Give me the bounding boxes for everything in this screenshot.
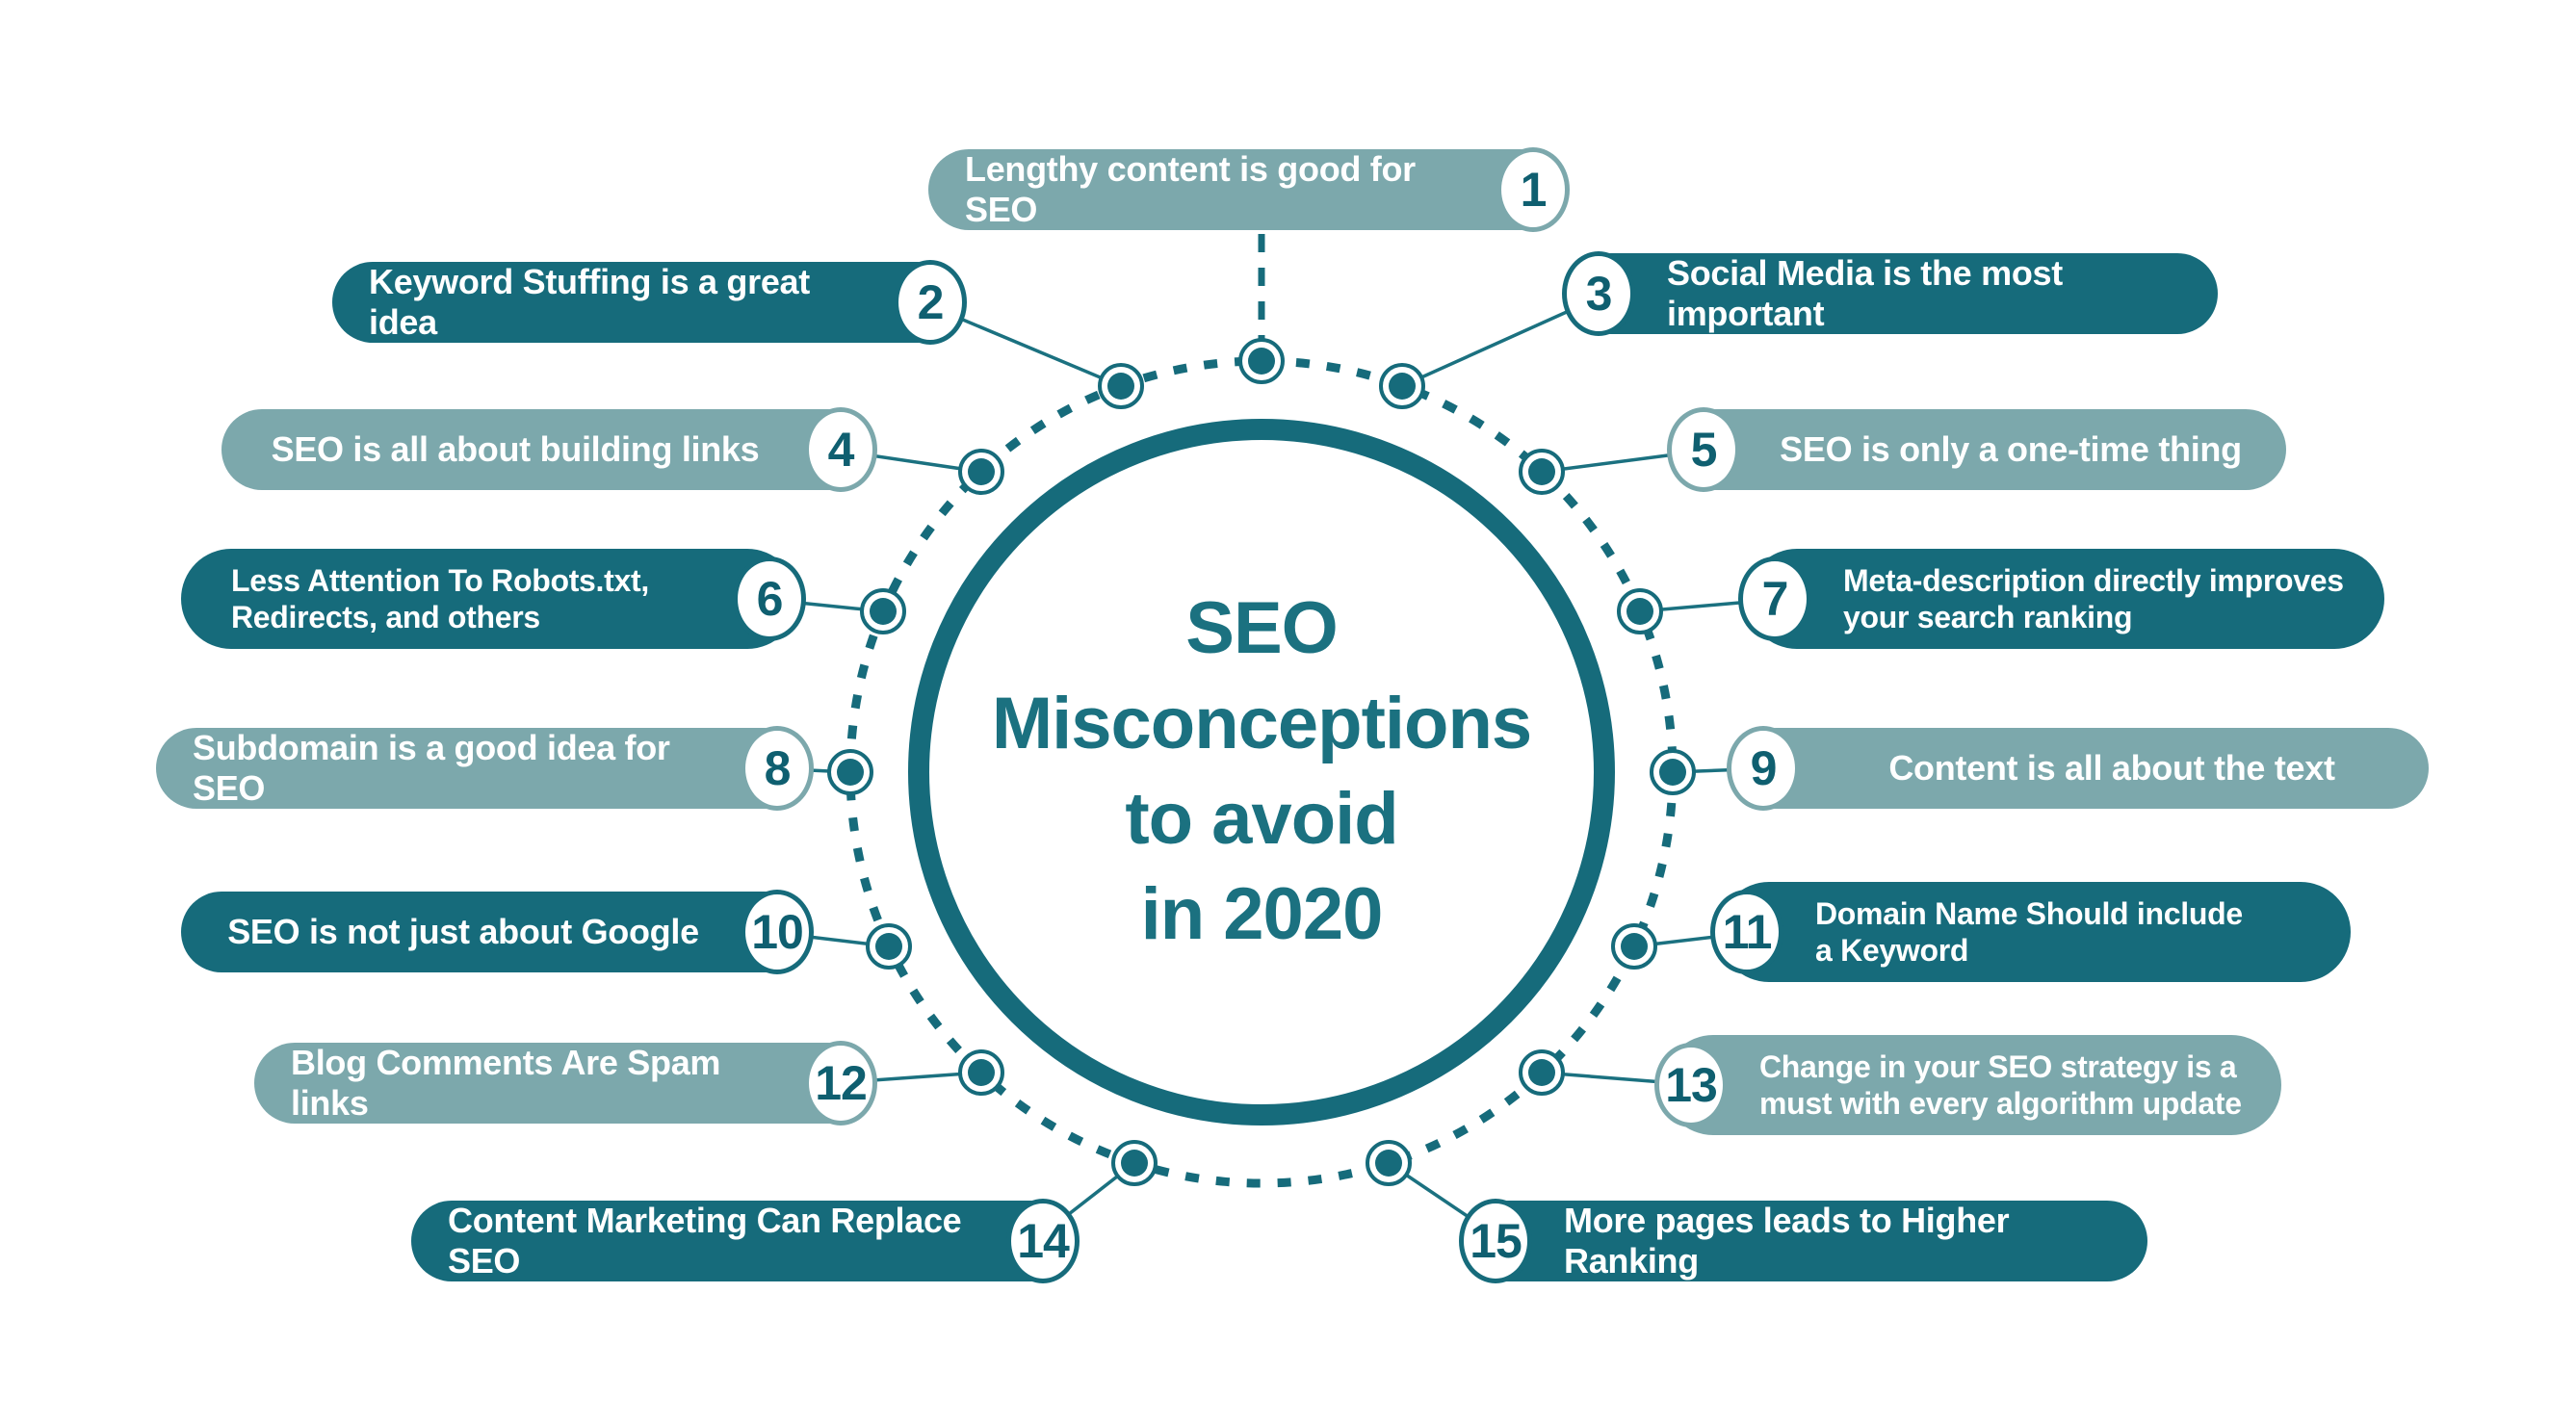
ring-node <box>866 923 912 970</box>
ring-node <box>1111 1140 1158 1186</box>
misconception-pill-11: Domain Name Should include a Keyword 11 <box>1710 882 2351 982</box>
misconception-number-badge: 12 <box>804 1041 877 1125</box>
title-line: in 2020 <box>1140 872 1384 955</box>
misconception-label: Subdomain is a good idea for SEO <box>193 728 670 808</box>
title-line: SEO <box>1185 587 1338 670</box>
misconception-pill-2: Keyword Stuffing is a great idea 2 <box>332 260 967 345</box>
misconception-label: SEO is not just about Google <box>227 912 699 951</box>
title-line: to avoid <box>1125 778 1398 860</box>
misconception-label: Meta-description directly improves your … <box>1843 562 2344 634</box>
misconception-pill-5: SEO is only a one-time thing 5 <box>1667 407 2286 492</box>
misconception-pill-3: Social Media is the most important 3 <box>1562 251 2218 336</box>
misconception-pill-12: Blog Comments Are Spam links 12 <box>254 1041 877 1125</box>
misconception-pill-9: Content is all about the text 9 <box>1727 726 2429 811</box>
misconception-label: Change in your SEO strategy is a must wi… <box>1759 1048 2242 1121</box>
misconception-label: Blog Comments Are Spam links <box>291 1043 721 1123</box>
ring-node <box>1098 363 1144 409</box>
center-title-circle: SEO Misconceptions to avoid in 2020 <box>908 419 1615 1125</box>
misconception-pill-6: Less Attention To Robots.txt, Redirects,… <box>181 549 806 649</box>
misconception-number-badge: 1 <box>1496 147 1570 232</box>
misconception-pill-7: Meta-description directly improves your … <box>1738 549 2384 649</box>
ring-node <box>860 588 906 634</box>
ring-node <box>1238 338 1285 384</box>
ring-node <box>1611 923 1657 970</box>
misconception-label: Social Media is the most important <box>1667 253 2063 333</box>
misconception-label: Content is all about the text <box>1888 748 2335 788</box>
ring-node <box>1519 449 1565 495</box>
misconception-label: More pages leads to Higher Ranking <box>1564 1201 2010 1281</box>
ring-node <box>958 1049 1004 1096</box>
ring-nodes <box>827 338 1696 1186</box>
misconception-pill-1: Lengthy content is good for SEO 1 <box>928 147 1570 232</box>
title-line: Misconceptions <box>991 683 1532 765</box>
misconception-pill-14: Content Marketing Can Replace SEO 14 <box>411 1199 1080 1283</box>
misconception-number-badge: 7 <box>1738 556 1811 641</box>
misconception-number-badge: 4 <box>804 407 877 492</box>
ring-node <box>958 449 1004 495</box>
misconception-number-badge: 10 <box>741 890 814 974</box>
misconception-number-badge: 2 <box>894 260 967 345</box>
ring-node <box>1650 749 1696 795</box>
misconception-number-badge: 13 <box>1654 1043 1728 1127</box>
misconception-pill-10: SEO is not just about Google 10 <box>181 890 814 974</box>
ring-node <box>1379 363 1425 409</box>
misconception-label: Lengthy content is good for SEO <box>965 149 1416 229</box>
misconception-pill-8: Subdomain is a good idea for SEO 8 <box>156 726 814 811</box>
ring-node <box>1519 1049 1565 1096</box>
misconception-label: Keyword Stuffing is a great idea <box>369 262 810 342</box>
misconception-label: Domain Name Should include a Keyword <box>1815 895 2243 968</box>
misconception-label: SEO is all about building links <box>271 429 760 469</box>
misconception-number-badge: 5 <box>1667 407 1740 492</box>
misconception-pill-4: SEO is all about building links 4 <box>221 407 877 492</box>
misconception-number-badge: 3 <box>1562 251 1635 336</box>
ring-node <box>1366 1140 1412 1186</box>
misconception-label: Content Marketing Can Replace SEO <box>448 1201 962 1281</box>
misconception-number-badge: 9 <box>1727 726 1800 811</box>
ring-node <box>1617 588 1663 634</box>
misconception-number-badge: 6 <box>733 556 806 641</box>
misconception-number-badge: 15 <box>1459 1199 1532 1283</box>
misconception-number-badge: 11 <box>1710 890 1783 974</box>
misconception-number-badge: 8 <box>741 726 814 811</box>
misconception-pill-13: Change in your SEO strategy is a must wi… <box>1654 1035 2281 1135</box>
misconception-number-badge: 14 <box>1006 1199 1080 1283</box>
misconception-pill-15: More pages leads to Higher Ranking 15 <box>1459 1199 2147 1283</box>
misconception-label: SEO is only a one-time thing <box>1780 429 2242 469</box>
misconception-label: Less Attention To Robots.txt, Redirects,… <box>231 562 649 634</box>
ring-node <box>827 749 873 795</box>
